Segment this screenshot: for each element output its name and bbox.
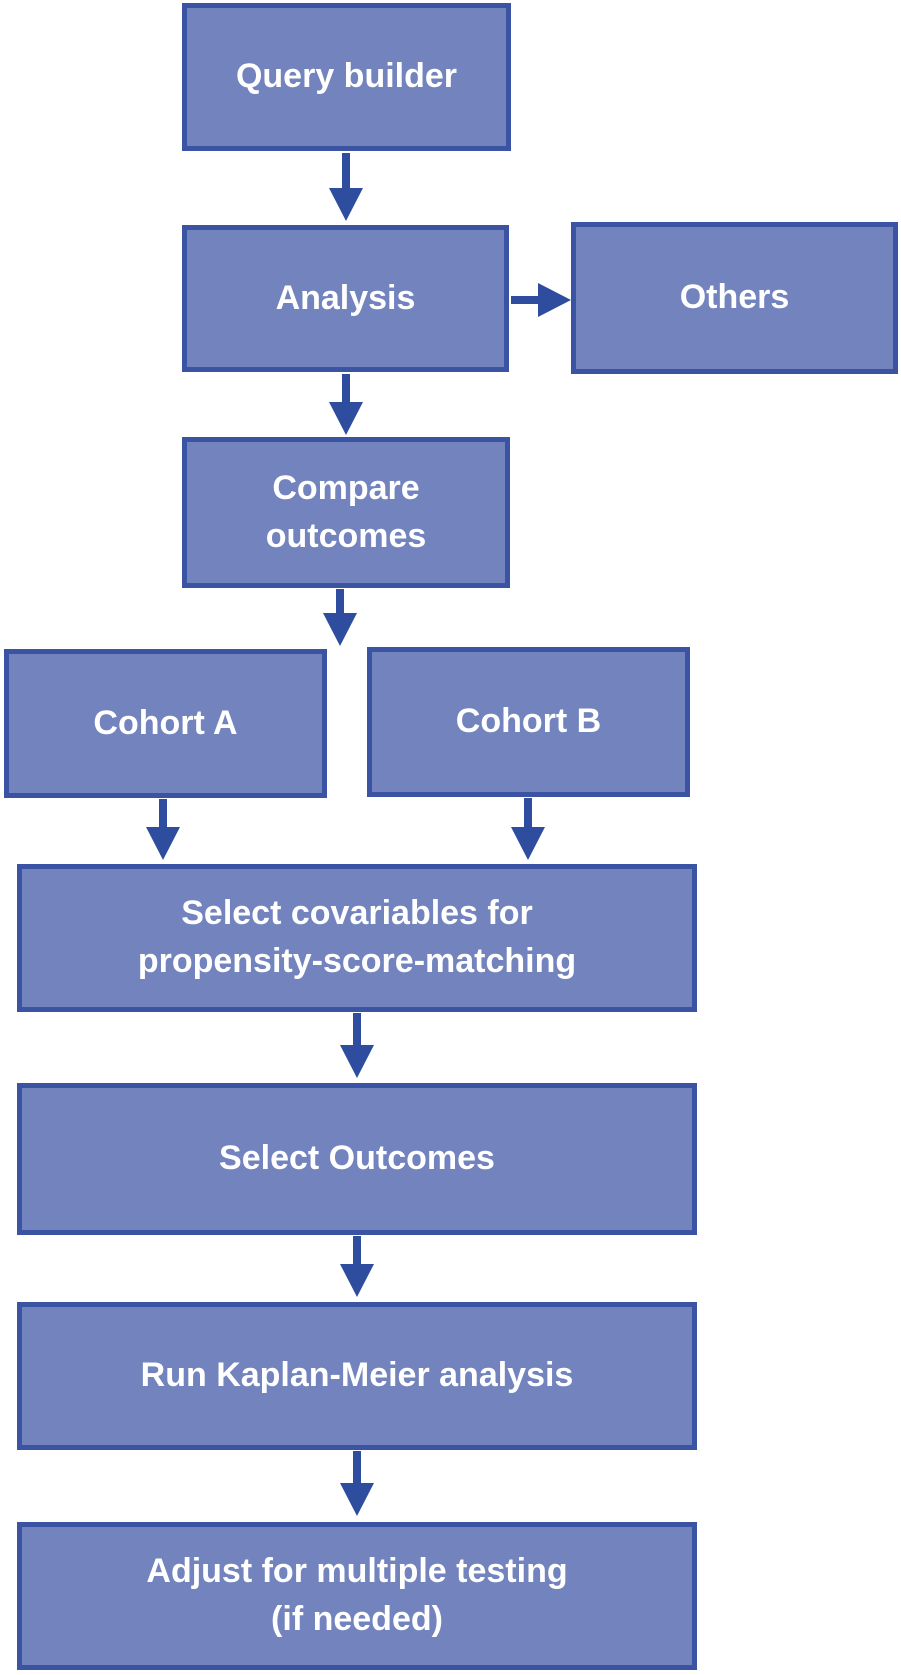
node-analysis-label: Analysis	[275, 278, 416, 317]
arrow-compare-outcomes-to-cohorts	[323, 589, 357, 646]
node-adjust-multiple-testing-label: Adjust for multiple testing (if needed)	[146, 1552, 568, 1638]
node-query-builder: Query builder	[182, 3, 511, 151]
arrow-cohort-a-to-select-covariables	[146, 799, 180, 860]
node-select-covariables: Select covariables for propensity-score-…	[17, 864, 697, 1012]
arrow-query-builder-to-analysis	[329, 153, 363, 221]
arrow-analysis-to-others	[511, 283, 571, 317]
node-others-label: Others	[679, 278, 790, 317]
arrow-cohort-b-to-select-covariables	[511, 798, 545, 860]
node-select-outcomes: Select Outcomes	[17, 1083, 697, 1235]
arrow-select-covariables-to-select-outcomes	[340, 1013, 374, 1078]
node-others: Others	[571, 222, 898, 374]
node-cohort-a-label: Cohort A	[93, 703, 238, 742]
node-select-covariables-label: Select covariables for propensity-score-…	[137, 894, 577, 980]
node-cohort-b: Cohort B	[367, 647, 690, 797]
node-run-kaplan-meier: Run Kaplan-Meier analysis	[17, 1302, 697, 1450]
arrow-select-outcomes-to-run-kaplan-meier	[340, 1236, 374, 1297]
arrow-run-kaplan-meier-to-adjust-multiple-testing	[340, 1451, 374, 1516]
node-compare-outcomes: Compare outcomes	[182, 437, 510, 588]
node-query-builder-label: Query builder	[235, 57, 458, 96]
node-select-outcomes-label: Select Outcomes	[219, 1139, 495, 1178]
node-cohort-a: Cohort A	[4, 649, 327, 798]
node-cohort-b-label: Cohort B	[455, 702, 602, 741]
node-run-kaplan-meier-label: Run Kaplan-Meier analysis	[140, 1356, 574, 1395]
node-adjust-multiple-testing: Adjust for multiple testing (if needed)	[17, 1522, 697, 1670]
node-compare-outcomes-label: Compare outcomes	[265, 468, 427, 555]
node-analysis: Analysis	[182, 225, 509, 372]
arrow-analysis-to-compare-outcomes	[329, 374, 363, 435]
